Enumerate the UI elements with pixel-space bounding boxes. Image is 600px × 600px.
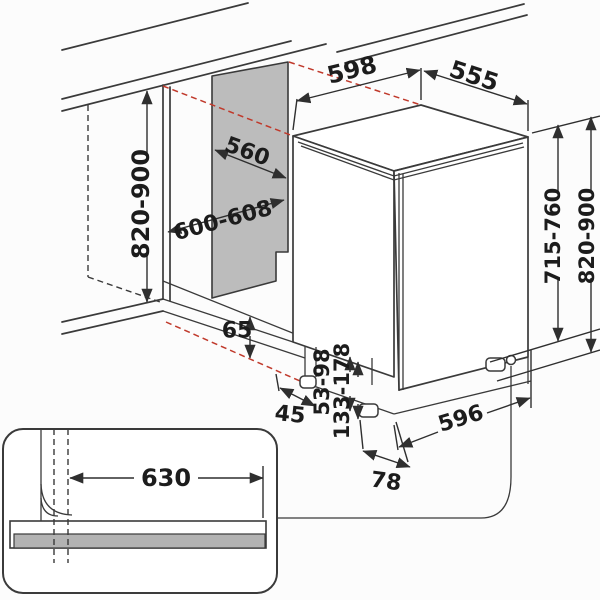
dim-label-hose-extension: 630 [141,464,191,492]
dim-label-appliance-depth: 555 [446,55,502,97]
door-face [292,135,395,378]
dim-label-appliance-width: 598 [324,50,379,89]
projection-bottom [165,321,301,382]
hidden-floor-edge [87,276,164,304]
inset-hose-bend-1 [40,483,73,516]
worktop-lines [61,2,528,112]
front-right-foot [358,403,379,418]
niche-side-panel [211,61,289,299]
inset-worktop-bar [13,533,266,549]
dim-label-niche-height: 820-900 [127,149,155,259]
niche-floor-edge-2 [162,298,294,343]
dim-label-adjust-small: 53-98 [310,348,334,415]
niche-floor-edge-3 [162,310,306,359]
left-cabinet [61,84,316,359]
dim-front-gap: 45 [273,373,316,429]
dim-floor-clearance: 65 [222,316,256,359]
dim-label-floor-clearance: 65 [222,319,253,344]
inset-frame [2,428,278,594]
drain-hose [277,366,512,519]
dim-hose-extension: 630 [69,464,264,518]
dim-foot-inset: 78 [359,419,411,497]
door-top-edge-1 [297,141,524,177]
dim-label-foot-inset: 78 [369,467,403,496]
dim-label-overall-height: 820-900 [575,188,599,284]
dim-niche-height: 820-900 [127,90,155,303]
inset-hose-bend-2 [40,497,59,517]
projection-top-front [162,85,294,137]
dim-label-feet-distance: 596 [435,400,486,437]
dim-label-adjust-large: 133-178 [330,343,354,439]
dim-label-appliance-height: 715-760 [541,188,565,284]
dim-appliance-height: 715-760 [489,115,600,382]
dim-label-front-gap: 45 [273,401,306,429]
dim-overall-height: 820-900 [575,116,599,353]
niche-floor-edge-1 [162,280,316,343]
door-top-edge-2 [300,145,525,181]
dim-adjust-large: 133-178 [330,343,364,439]
dim-adjust-small: 53-98 [310,348,356,416]
detail-inset [2,428,278,594]
base-side-edge [393,380,532,415]
